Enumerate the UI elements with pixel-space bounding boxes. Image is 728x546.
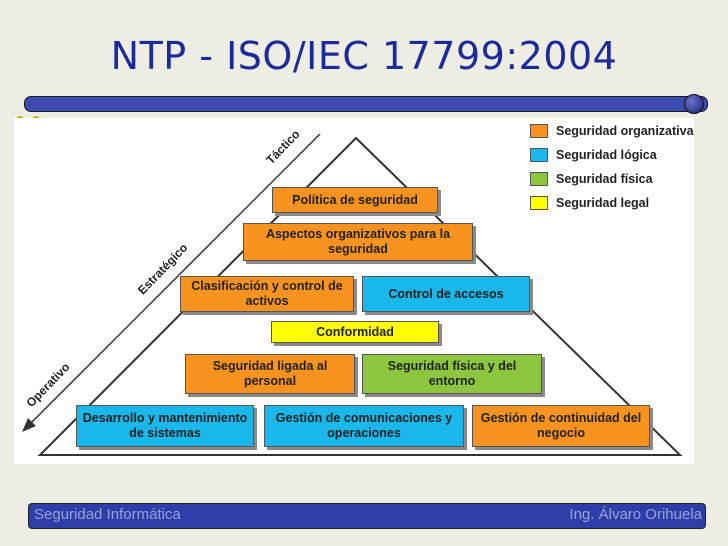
legend-label: Seguridad lógica xyxy=(556,148,657,162)
box-aspectos-organizativos: Aspectos organizativos para la seguridad xyxy=(243,223,473,261)
legend-item-logica: Seguridad lógica xyxy=(530,148,657,162)
legend-swatch xyxy=(530,148,548,162)
box-desarrollo-sistemas: Desarrollo y mantenimiento de sistemas xyxy=(76,405,254,447)
legend-item-fisica: Seguridad física xyxy=(530,172,653,186)
hierarchy-arrowhead xyxy=(22,418,36,432)
legend-item-organizativa: Seguridad organizativa xyxy=(530,124,694,138)
box-gestion-comunicaciones: Gestión de comunicaciones y operaciones xyxy=(264,405,464,447)
legend-swatch xyxy=(530,196,548,210)
legend-label: Seguridad física xyxy=(556,172,653,186)
box-control-accesos: Control de accesos xyxy=(362,276,530,312)
slide-title: NTP - ISO/IEC 17799:2004 xyxy=(110,34,618,78)
footer-course-label: Seguridad Informática xyxy=(34,506,181,523)
legend-swatch xyxy=(530,172,548,186)
legend-item-legal: Seguridad legal xyxy=(530,196,649,210)
title-bar-knob xyxy=(684,94,704,114)
legend-label: Seguridad organizativa xyxy=(556,124,694,138)
hierarchy-arrow-line xyxy=(29,133,321,425)
box-gestion-continuidad: Gestión de continuidad del negocio xyxy=(472,405,650,447)
title-underline-bar xyxy=(24,96,708,112)
legend-swatch xyxy=(530,124,548,138)
box-clasificacion-activos: Clasificación y control de activos xyxy=(180,276,354,312)
footer-author-label: Ing. Álvaro Orihuela xyxy=(569,506,702,523)
box-seguridad-personal: Seguridad ligada al personal xyxy=(185,354,355,394)
box-politica-seguridad: Política de seguridad xyxy=(272,187,438,213)
legend-label: Seguridad legal xyxy=(556,196,650,210)
box-seguridad-fisica-entorno: Seguridad física y del entorno xyxy=(362,354,542,394)
box-conformidad: Conformidad xyxy=(271,321,439,343)
footer-bar xyxy=(28,503,706,529)
